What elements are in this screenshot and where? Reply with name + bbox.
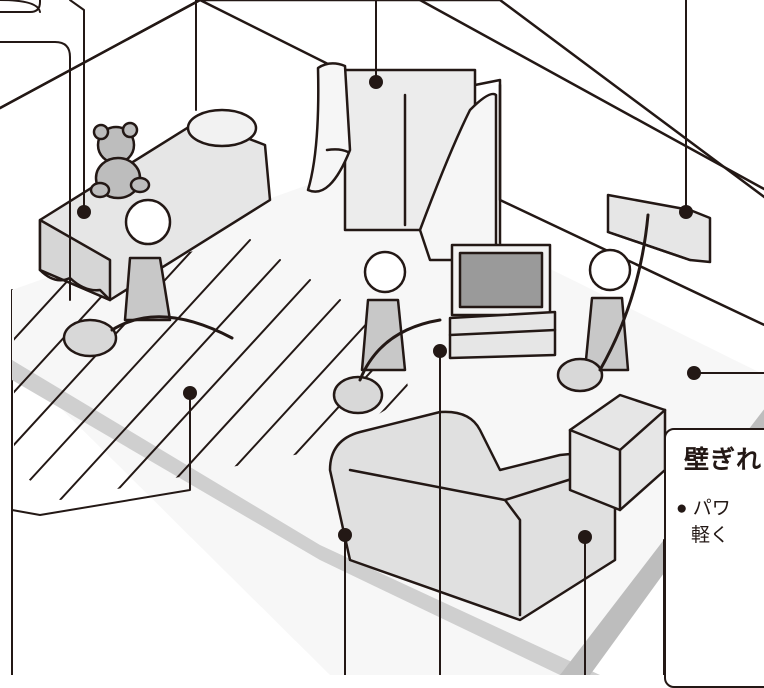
wall-callout-box [664,428,764,688]
floor-shadow-right [560,409,764,675]
sofa [328,410,617,622]
window-curtain [306,62,498,262]
partial-callout-frame-top [0,0,41,13]
girl-figure-aircon [556,213,650,393]
wall-callout-text-2: 軽く [691,525,730,546]
girl-figure-bed [62,198,234,358]
girl-figure-tv [332,250,442,415]
callout-dots [77,75,701,544]
teddy-bear [89,121,151,200]
tv-set [448,243,557,360]
partial-callout-frame-left [0,41,71,301]
wall-callout-text-1: ● パワ [676,498,731,519]
wall-callout-title: 壁ぎれ [684,446,763,474]
